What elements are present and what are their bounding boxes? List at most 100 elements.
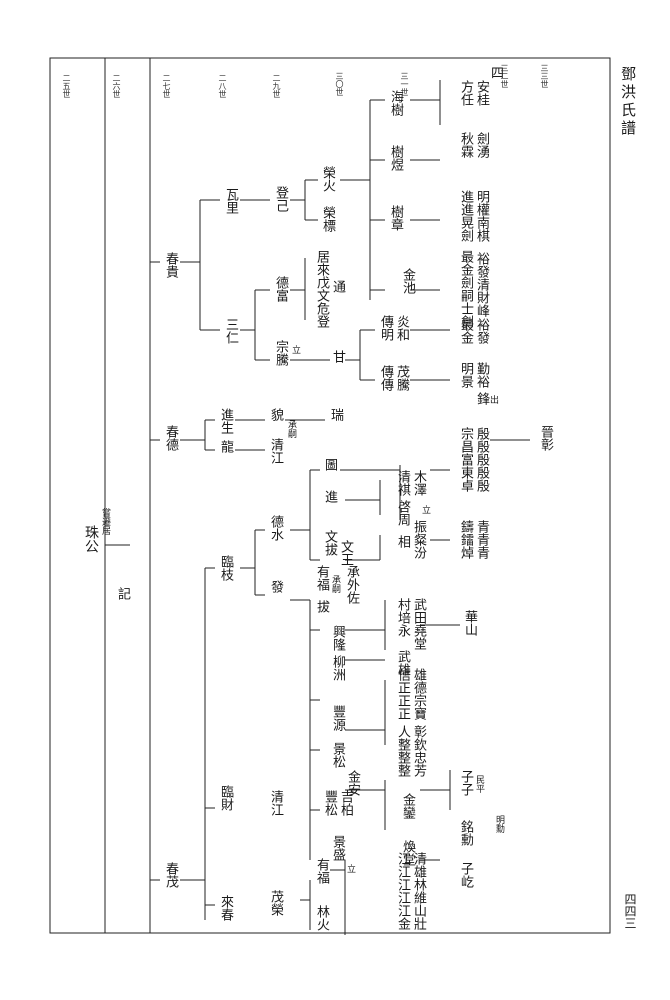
generation-label: 二九世: [272, 74, 281, 98]
person: 來春: [218, 895, 233, 921]
person-list: 最金劍嗣士劍: [458, 250, 473, 328]
person: 子子: [458, 770, 473, 796]
son-chun-mao: 春茂: [163, 862, 178, 888]
generation-label: 二六世: [112, 74, 121, 98]
person: 甘: [330, 350, 345, 363]
person: 景盛: [330, 835, 345, 861]
person: 金池: [400, 268, 415, 294]
person: 有福: [314, 565, 329, 591]
person-list: 村培永: [395, 598, 410, 637]
branch-ji: 記: [115, 587, 130, 600]
person: 吉柏: [338, 790, 353, 816]
generation-label: 三三世: [540, 64, 549, 88]
person: 傳明: [378, 315, 393, 341]
person: 瓦里: [223, 188, 238, 214]
person: 貌: [268, 408, 283, 421]
person: 榮火: [320, 166, 335, 192]
generation-label: 二七世: [162, 74, 171, 98]
person: 樹章: [388, 205, 403, 231]
person: 瑞: [328, 408, 343, 421]
person: 有福: [314, 858, 329, 884]
person: 登己: [273, 186, 288, 212]
person: 安桂: [474, 80, 489, 106]
person: 龍: [218, 440, 233, 453]
son-chun-de: 春德: [163, 425, 178, 451]
person: 茂榮: [268, 890, 283, 916]
person: 晉彰: [538, 425, 553, 451]
person: 鋒: [474, 392, 489, 405]
note: 出: [488, 395, 498, 404]
person: 裕發: [474, 318, 489, 344]
person: 勤裕: [474, 362, 489, 388]
person-list: 振粲汾: [411, 520, 426, 559]
son-chun-gui: 春貴: [163, 252, 178, 278]
note: 承嗣: [286, 420, 296, 438]
person: 興隆: [330, 625, 345, 651]
person: 林火: [314, 905, 329, 931]
person: 文王: [338, 540, 353, 566]
person-list: 青青青: [474, 520, 489, 559]
person-list: 裕發清財峰: [474, 252, 489, 317]
page-frame: [49, 57, 611, 934]
person-list: 江江江江江金: [395, 852, 410, 930]
generation-label: 三二世: [500, 64, 509, 88]
person-list: 進進晃劍: [458, 190, 473, 242]
person: 通: [330, 280, 345, 293]
person-list: 信正正正: [395, 668, 410, 720]
person: 臨枝: [218, 555, 233, 581]
generation-label: 三〇世: [335, 72, 344, 96]
person: 四: [488, 66, 503, 79]
person-list: 鑄鐳焯: [458, 520, 473, 559]
person: 德水: [268, 515, 283, 541]
person-list: 人整整整: [395, 725, 410, 777]
person: 德富: [273, 276, 288, 302]
person: 煥堂: [400, 840, 415, 866]
person: 華山: [462, 610, 477, 636]
person-list: 宗昌富東卓: [458, 427, 473, 492]
person: 進生: [218, 408, 233, 434]
person: 相: [395, 535, 410, 548]
note: 承嗣: [330, 575, 340, 593]
person: 清江: [268, 790, 283, 816]
note: 立: [345, 864, 355, 873]
person-list: 雄德宗寶: [411, 668, 426, 720]
person: 進: [322, 490, 337, 503]
person: 銘勳: [458, 820, 473, 846]
person: 子屹: [458, 862, 473, 888]
person: 金鑾: [400, 793, 415, 819]
person: 樹煜: [388, 145, 403, 171]
person: 茂騰: [394, 365, 409, 391]
person: 明景: [458, 362, 473, 388]
note: 承外佐: [344, 565, 359, 604]
root-note: 嘗遷居: [100, 508, 110, 535]
person: 臨財: [218, 785, 233, 811]
page-title: 鄧洪氏譜: [619, 66, 637, 138]
person: 榮標: [320, 206, 335, 232]
person-list: 居來戊文危登: [314, 250, 329, 328]
person: 豐松: [322, 790, 337, 816]
person: 方任: [458, 80, 473, 106]
person: 劍湧: [474, 132, 489, 158]
person-list: 清雄林維山壯: [411, 852, 426, 930]
person-list: 彰欽忠芳: [411, 725, 426, 777]
person: 清祺: [395, 470, 410, 496]
person: 柳洲: [330, 655, 345, 681]
person: 豐源: [330, 705, 345, 731]
note: 立: [420, 505, 430, 514]
person: 金安: [345, 770, 360, 796]
person: 啓周: [395, 500, 410, 526]
person: 炎和: [394, 315, 409, 341]
person: 秋霖: [458, 132, 473, 158]
person: 文拔: [322, 530, 337, 556]
person: 宗騰: [273, 340, 288, 366]
person-list: 明權南棋: [474, 190, 489, 242]
generation-label: 三一世: [400, 72, 409, 96]
page-number: 四四三: [623, 893, 637, 929]
person: 傳傳: [378, 365, 393, 391]
person: 最金: [458, 318, 473, 344]
person-list: 武田堯堂: [411, 598, 426, 650]
person: 景松: [330, 742, 345, 768]
person: 拔: [314, 600, 329, 613]
